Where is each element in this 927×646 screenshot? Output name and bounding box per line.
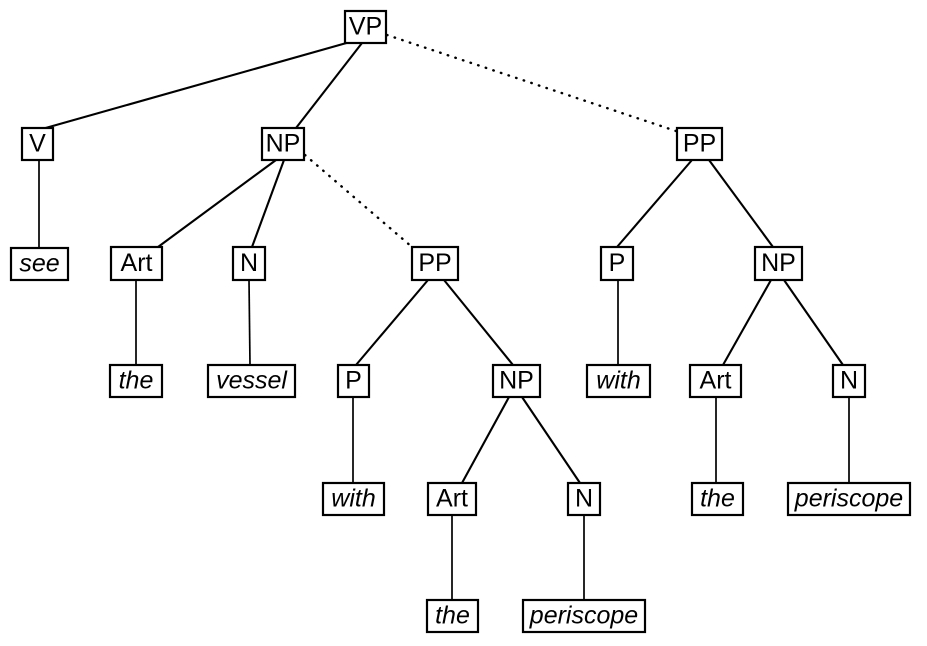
node-label-peri-right: periscope: [794, 485, 903, 513]
tree-edge-np-mid-to-n-mid: [521, 396, 581, 484]
node-box-n1: [231, 245, 267, 282]
tree-node-n1[interactable]: N: [231, 245, 267, 282]
tree-node-n-mid[interactable]: N: [566, 481, 602, 517]
node-label-with-mid: with: [331, 485, 375, 513]
tree-node-np1[interactable]: NP: [260, 126, 306, 162]
node-label-peri-mid: periscope: [529, 602, 638, 630]
node-box-np-mid: [491, 363, 542, 399]
tree-edge-np-right-to-art-right: [722, 279, 772, 366]
tree-edge-vp-to-pp-right: [385, 33, 678, 133]
tree-node-the-mid[interactable]: the: [425, 598, 480, 634]
node-box-p-mid: [336, 363, 371, 399]
tree-edge-pp-mid-to-p-mid: [355, 279, 429, 366]
tree-node-the1[interactable]: the: [108, 363, 164, 399]
node-box-peri-right: [786, 481, 912, 517]
node-box-vessel: [206, 363, 297, 399]
tree-node-see[interactable]: see: [9, 246, 70, 282]
tree-node-the-right[interactable]: the: [690, 481, 745, 517]
node-box-art-mid: [426, 481, 478, 517]
tree-node-np-mid[interactable]: NP: [491, 363, 542, 399]
node-label-pp-right: PP: [683, 130, 716, 158]
node-label-v: V: [29, 130, 46, 158]
tree-edge-pp-mid-to-np-mid: [443, 279, 514, 366]
tree-node-p-right[interactable]: P: [599, 245, 635, 282]
node-box-art-right: [688, 363, 743, 399]
tree-edge-np1-to-art1: [157, 159, 277, 248]
node-label-see: see: [19, 250, 59, 278]
node-box-n-right: [831, 363, 867, 399]
node-label-np-mid: NP: [499, 367, 534, 395]
tree-edge-n1-to-vessel: [248, 279, 251, 366]
node-box-see: [9, 246, 70, 282]
node-box-the1: [108, 363, 164, 399]
node-box-the-right: [690, 481, 745, 517]
node-box-np-right: [753, 245, 804, 282]
tree-node-art-mid[interactable]: Art: [426, 481, 478, 517]
node-box-the-mid: [425, 598, 480, 634]
node-box-with-right: [585, 363, 652, 399]
node-box-v: [20, 126, 55, 162]
node-box-with-mid: [321, 481, 386, 517]
node-label-p-mid: P: [345, 367, 362, 395]
tree-edge-np1-to-pp-mid: [303, 153, 414, 249]
node-label-art-mid: Art: [436, 485, 468, 513]
tree-edge-vp-to-np1: [295, 42, 363, 129]
node-box-vp: [343, 9, 388, 45]
node-label-with-right: with: [596, 367, 640, 395]
tree-node-p-mid[interactable]: P: [336, 363, 371, 399]
node-box-peri-mid: [521, 598, 647, 634]
tree-edge-np1-to-n1: [251, 159, 285, 248]
node-label-vp: VP: [349, 13, 382, 41]
node-label-n-mid: N: [575, 485, 593, 513]
node-label-np1: NP: [266, 130, 301, 158]
tree-node-pp-mid[interactable]: PP: [410, 245, 460, 282]
node-label-the-mid: the: [435, 602, 470, 630]
tree-node-art1[interactable]: Art: [109, 245, 164, 282]
tree-edge-pp-right-to-np-right: [708, 159, 774, 248]
node-label-p-right: P: [609, 249, 626, 277]
tree-edge-pp-right-to-p-right: [616, 159, 693, 248]
tree-node-vessel[interactable]: vessel: [206, 363, 297, 399]
node-box-art1: [109, 245, 164, 282]
node-label-n-right: N: [840, 367, 858, 395]
node-label-art-right: Art: [700, 367, 732, 395]
node-box-p-right: [599, 245, 635, 282]
tree-edge-vp-to-v: [41, 40, 351, 131]
tree-node-peri-right[interactable]: periscope: [786, 481, 912, 517]
node-label-art1: Art: [121, 249, 153, 277]
tree-edge-np-right-to-n-right: [783, 279, 844, 366]
node-label-n1: N: [240, 249, 258, 277]
tree-node-peri-mid[interactable]: periscope: [521, 598, 647, 634]
node-label-pp-mid: PP: [418, 249, 451, 277]
tree-node-with-mid[interactable]: with: [321, 481, 386, 517]
node-label-np-right: NP: [761, 249, 796, 277]
edge-layer: [38, 33, 850, 600]
tree-edge-np-mid-to-art-mid: [461, 396, 510, 484]
tree-node-n-right[interactable]: N: [831, 363, 867, 399]
node-box-pp-mid: [410, 245, 460, 282]
tree-node-pp-right[interactable]: PP: [675, 126, 724, 162]
tree-node-with-right[interactable]: with: [585, 363, 652, 399]
node-label-the-right: the: [700, 485, 735, 513]
tree-node-vp[interactable]: VP: [343, 9, 388, 45]
node-label-the1: the: [119, 367, 154, 395]
node-box-n-mid: [566, 481, 602, 517]
tree-node-art-right[interactable]: Art: [688, 363, 743, 399]
node-box-np1: [260, 126, 306, 162]
node-box-pp-right: [675, 126, 724, 162]
node-label-vessel: vessel: [216, 367, 288, 395]
tree-node-v[interactable]: V: [20, 126, 55, 162]
tree-node-np-right[interactable]: NP: [753, 245, 804, 282]
